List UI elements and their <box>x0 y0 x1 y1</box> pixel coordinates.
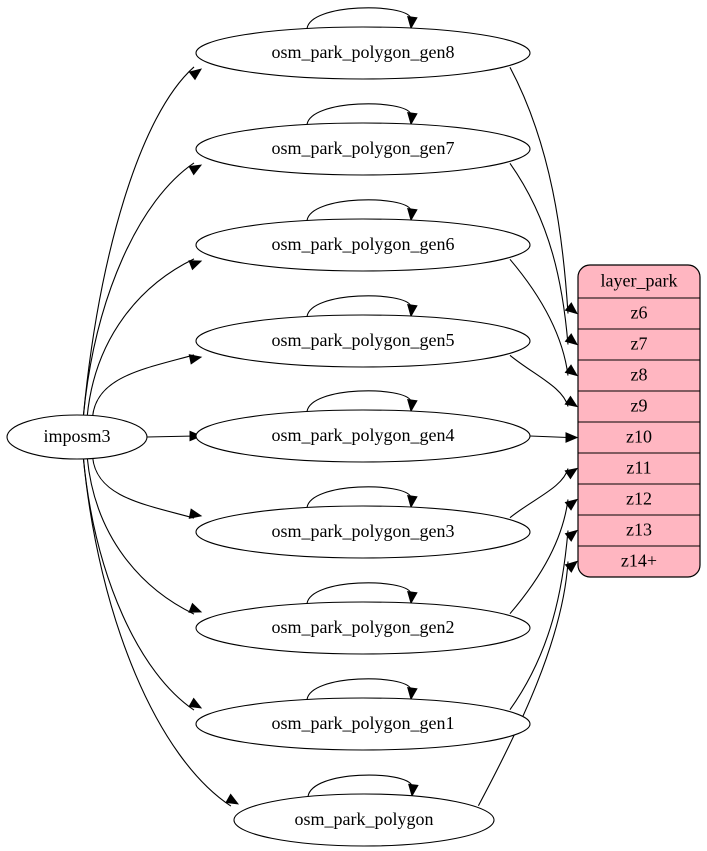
node-imposm3[interactable]: imposm3 <box>6 414 148 460</box>
edge-imposm3-to-osm_park_polygon_gen7 <box>82 162 203 417</box>
node-ellipse[interactable] <box>195 505 531 559</box>
arrowhead-icon <box>188 354 203 365</box>
self-loop-osm_park_polygon_gen1 <box>306 678 418 701</box>
edge-osm_park_polygon_gen5-to-z9 <box>509 354 579 408</box>
arrowhead-icon <box>188 260 203 271</box>
edge-osm_park_polygon-to-z14+ <box>477 560 579 806</box>
node-ellipse[interactable] <box>195 218 531 272</box>
node-ellipse[interactable] <box>195 697 531 751</box>
node-label: osm_park_polygon <box>295 809 434 829</box>
node-label: osm_park_polygon_gen6 <box>272 234 455 254</box>
arrowhead-icon <box>564 560 579 573</box>
arrowhead-icon <box>407 687 418 701</box>
edge-imposm3-to-osm_park_polygon_gen3 <box>92 457 203 519</box>
node-ellipse[interactable] <box>195 26 531 80</box>
self-loop-osm_park_polygon_gen8 <box>306 7 418 30</box>
arrowhead-icon <box>565 432 579 443</box>
table-header-label: layer_park <box>601 271 678 291</box>
edges-layer <box>82 7 579 807</box>
arrowhead-icon <box>408 783 419 798</box>
node-osm_park_polygon_gen2[interactable]: osm_park_polygon_gen2 <box>195 601 531 655</box>
node-osm_park_polygon_gen1[interactable]: osm_park_polygon_gen1 <box>195 697 531 751</box>
node-ellipse[interactable] <box>195 122 531 176</box>
table-row-z11[interactable]: z11 <box>626 458 651 478</box>
arrowhead-icon <box>407 112 418 126</box>
arrowhead-icon <box>407 495 418 509</box>
node-ellipse[interactable] <box>195 314 531 368</box>
node-label: osm_park_polygon_gen1 <box>272 713 455 733</box>
node-label: osm_park_polygon_gen3 <box>272 521 455 541</box>
table-background <box>578 265 700 577</box>
layer-park-table: layer_park z6 z7 z8 z9 z10 z11 z12 z13 z14+ <box>577 264 701 578</box>
node-ellipse[interactable] <box>195 409 531 463</box>
table-row-z12[interactable]: z12 <box>626 489 652 509</box>
node-label: osm_park_polygon_gen5 <box>272 330 455 350</box>
arrowhead-icon <box>407 399 418 413</box>
table-row-z8[interactable]: z8 <box>631 365 648 385</box>
table-row-z6[interactable]: z6 <box>631 303 648 323</box>
self-loop-osm_park_polygon <box>307 774 419 798</box>
nodes-layer: imposm3 osm_park_polygon_gen8 osm_park_pol… <box>6 26 531 847</box>
edge-imposm3-to-osm_park_polygon_gen6 <box>86 258 203 417</box>
self-loop-osm_park_polygon_gen7 <box>306 103 418 126</box>
edge-osm_park_polygon_gen1-to-z13 <box>509 529 579 711</box>
arrowhead-icon <box>188 508 203 519</box>
edge-imposm3-to-osm_park_polygon <box>82 457 240 807</box>
arrowhead-icon <box>564 395 579 408</box>
arrowhead-icon <box>564 364 579 377</box>
arrowhead-icon <box>407 16 418 30</box>
node-label: imposm3 <box>43 426 110 446</box>
arrowhead-icon <box>188 697 203 709</box>
node-ellipse[interactable] <box>6 414 148 460</box>
edge-imposm3-to-osm_park_polygon_gen1 <box>82 457 203 711</box>
edge-imposm3-to-osm_park_polygon_gen5 <box>92 354 203 417</box>
edge-imposm3-to-osm_park_polygon_gen4 <box>146 430 203 442</box>
table-row-z10[interactable]: z10 <box>626 427 652 447</box>
arrowhead-icon <box>564 467 579 480</box>
self-loop-osm_park_polygon_gen2 <box>306 582 418 605</box>
arrowhead-icon <box>188 68 203 81</box>
arrowhead-icon <box>188 164 203 176</box>
edge-osm_park_polygon_gen3-to-z11 <box>509 467 579 519</box>
arrowhead-icon <box>564 498 579 511</box>
self-loop-osm_park_polygon_gen6 <box>306 199 418 222</box>
edge-osm_park_polygon_gen7-to-z7 <box>509 162 579 346</box>
edge-imposm3-to-osm_park_polygon_gen2 <box>86 457 203 615</box>
node-label: osm_park_polygon_gen4 <box>272 425 455 445</box>
self-loop-osm_park_polygon_gen4 <box>306 390 418 413</box>
node-osm_park_polygon[interactable]: osm_park_polygon <box>233 793 495 847</box>
node-label: osm_park_polygon_gen7 <box>272 138 455 158</box>
arrowhead-icon <box>564 529 579 542</box>
table-border <box>577 264 701 578</box>
edge-osm_park_polygon_gen2-to-z12 <box>509 498 579 615</box>
self-loop-osm_park_polygon_gen5 <box>306 295 418 318</box>
node-label: osm_park_polygon_gen2 <box>272 617 455 637</box>
table-row-z9[interactable]: z9 <box>631 396 648 416</box>
node-osm_park_polygon_gen3[interactable]: osm_park_polygon_gen3 <box>195 505 531 559</box>
arrowhead-icon <box>225 793 240 805</box>
table-row-z13[interactable]: z13 <box>626 520 652 540</box>
edge-osm_park_polygon_gen4-to-z10 <box>529 432 579 443</box>
table-row-z7[interactable]: z7 <box>631 334 648 354</box>
self-loop-osm_park_polygon_gen3 <box>306 486 418 509</box>
arrowhead-icon <box>564 333 579 346</box>
node-label: osm_park_polygon_gen8 <box>272 42 455 62</box>
node-ellipse[interactable] <box>195 601 531 655</box>
node-osm_park_polygon_gen8[interactable]: osm_park_polygon_gen8 <box>195 26 531 80</box>
edge-imposm3-to-osm_park_polygon_gen8 <box>82 66 203 417</box>
table-row-z14+[interactable]: z14+ <box>621 551 657 571</box>
node-osm_park_polygon_gen5[interactable]: osm_park_polygon_gen5 <box>195 314 531 368</box>
node-osm_park_polygon_gen4[interactable]: osm_park_polygon_gen4 <box>195 409 531 463</box>
arrowhead-icon <box>407 304 418 318</box>
node-osm_park_polygon_gen6[interactable]: osm_park_polygon_gen6 <box>195 218 531 272</box>
edge-osm_park_polygon_gen8-to-z6 <box>509 67 579 315</box>
arrowhead-icon <box>407 208 418 222</box>
node-osm_park_polygon_gen7[interactable]: osm_park_polygon_gen7 <box>195 122 531 176</box>
arrowhead-icon <box>564 302 579 315</box>
node-ellipse[interactable] <box>233 793 495 847</box>
arrowhead-icon <box>407 591 418 605</box>
arrowhead-icon <box>188 602 203 613</box>
edge-osm_park_polygon_gen6-to-z8 <box>509 258 579 377</box>
